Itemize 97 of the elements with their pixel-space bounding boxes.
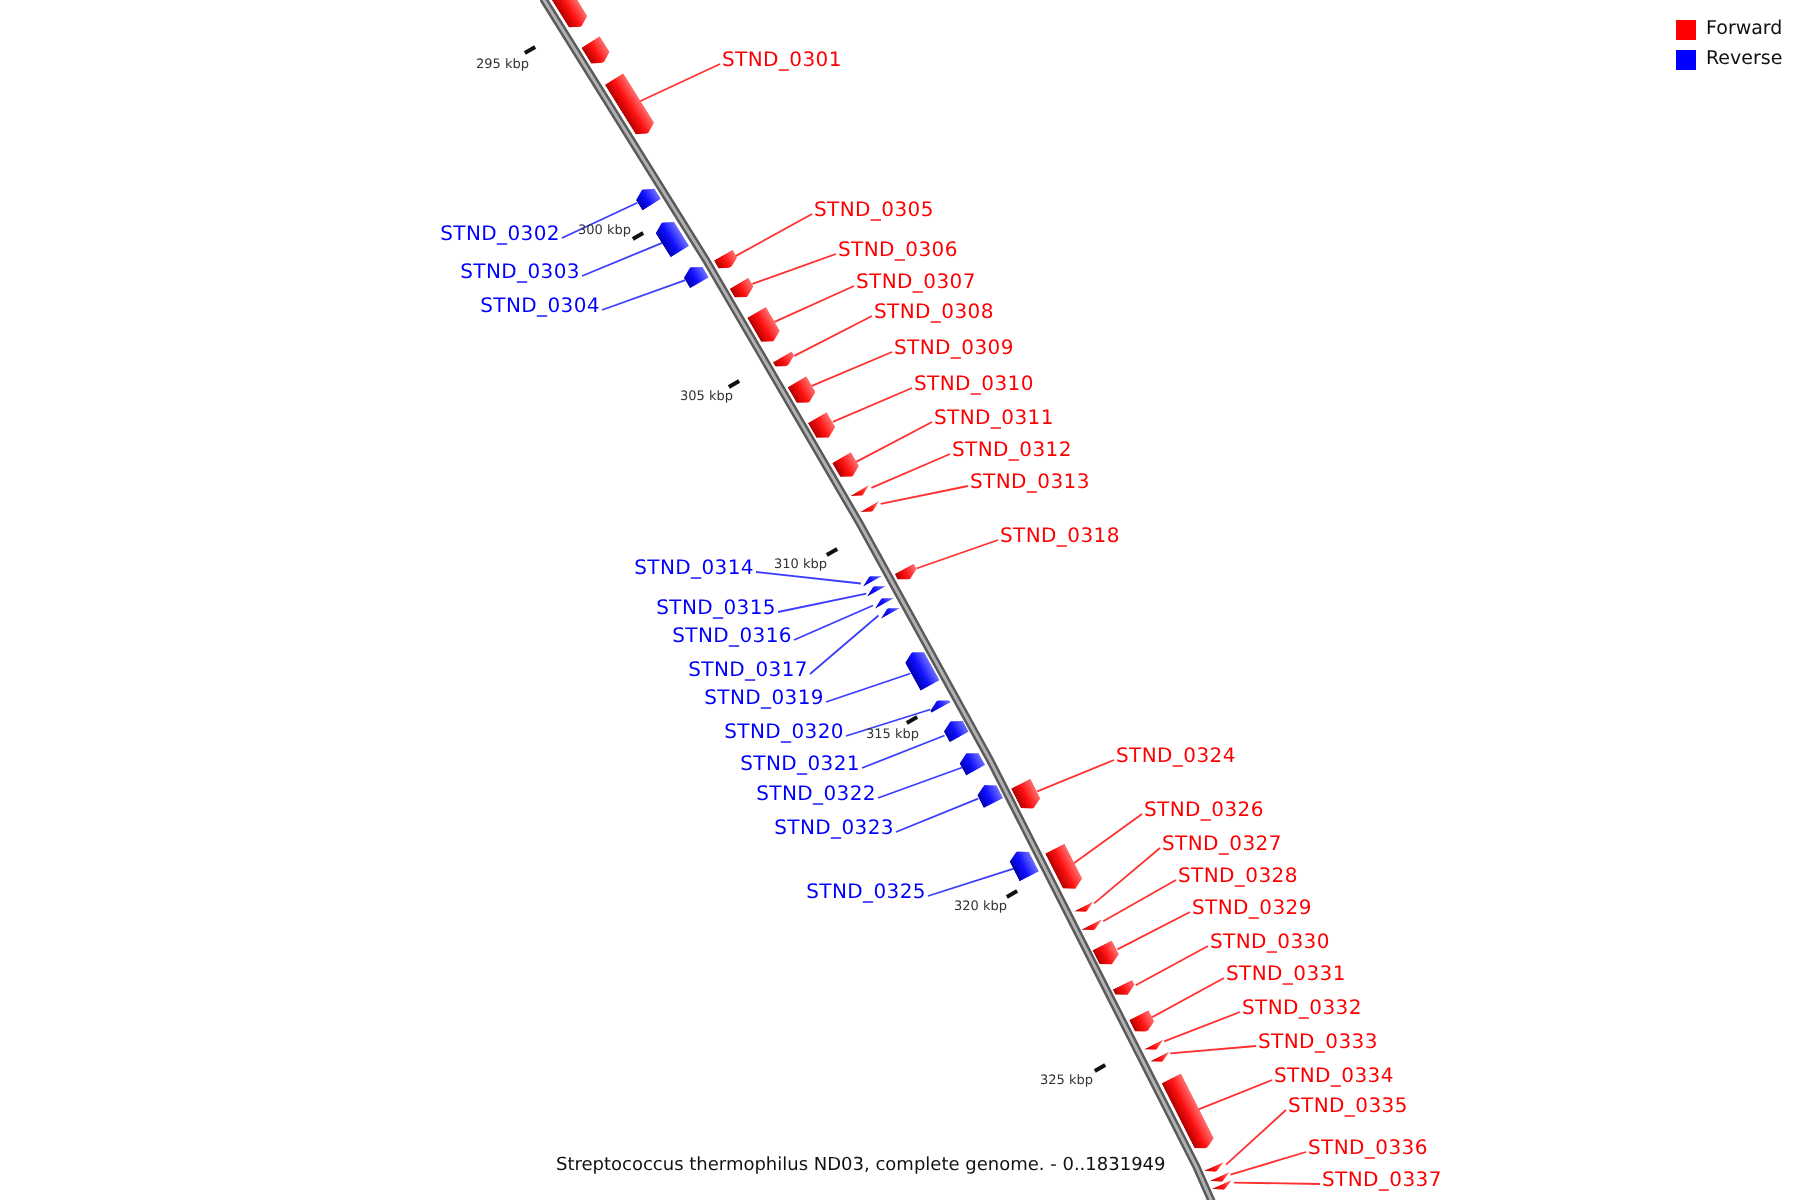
gene-label: STND_0337 [1322,1170,1442,1194]
leader-line [809,614,880,675]
forward-gene-block [1204,1161,1228,1177]
legend-label: Reverse [1706,48,1783,70]
gene-label: STND_0319 [704,688,824,712]
leader-line [639,63,721,103]
gene-label: STND_0302 [440,224,560,248]
forward-gene-block [808,411,839,443]
reverse-gene-block [632,183,661,211]
reverse-gene-block [928,695,952,713]
leader-line [1151,977,1225,1019]
leader-line [845,708,932,737]
leader-line [1197,1079,1273,1111]
gene-label: STND_0321 [740,754,860,778]
leader-line [877,766,964,799]
leader-line [861,734,946,769]
leader-line [879,485,969,505]
leader-line [1169,1045,1257,1055]
gene-label: STND_0315 [656,598,776,622]
leader-line [793,315,873,357]
leader-line [855,421,933,463]
gene-label: STND_0336 [1308,1138,1428,1162]
forward-gene-block [1128,1009,1157,1036]
gene-label: STND_0328 [1178,866,1298,890]
leader-line [915,539,999,570]
forward-gene-block [1149,1050,1172,1066]
leader-line [895,797,980,833]
leader-line [735,213,813,257]
leader-line [751,253,837,285]
leader-line [927,867,1015,897]
forward-gene-block [1212,1179,1236,1195]
gene-label: STND_0334 [1274,1066,1394,1090]
forward-gene-block [1209,1171,1232,1187]
gene-label: STND_0305 [814,200,934,224]
gene-label: STND_0322 [756,784,876,808]
gene-label: STND_0310 [914,374,1034,398]
gene-label: STND_0333 [1258,1032,1378,1056]
gene-label: STND_0329 [1192,898,1312,922]
gene-label: STND_0313 [970,472,1090,496]
leader-line [777,592,868,613]
gene-label: STND_0326 [1144,800,1264,824]
gene-label: STND_0320 [724,722,844,746]
gene-label: STND_0303 [460,262,580,286]
gene-label: STND_0318 [1000,526,1120,550]
leader-line [1163,1011,1241,1043]
gene-label: STND_0332 [1242,998,1362,1022]
leader-line [1072,813,1143,865]
leader-line [825,672,912,703]
leader-line [831,387,913,423]
gene-label: STND_0306 [838,240,958,264]
leader-line [581,241,664,277]
forward-gene-block [894,563,920,585]
gene-label: STND_0335 [1288,1096,1408,1120]
forward-gene-block [1082,918,1105,935]
gene-label: STND_0324 [1116,746,1236,770]
gene-label: STND_0309 [894,338,1014,362]
leader-line [601,279,687,311]
leader-line [870,453,951,489]
gene-label: STND_0312 [952,440,1072,464]
caption: Streptococcus thermophilus ND03, complete genome. - 0..1831949 [556,1156,1166,1176]
gene-label: STND_0307 [856,272,976,296]
gene-label: STND_0325 [806,882,926,906]
gene-label: STND_0330 [1210,932,1330,956]
gene-label: STND_0323 [774,818,894,842]
legend-label: Forward [1706,18,1783,40]
leader-line [773,285,855,323]
leader-line [1225,1109,1287,1166]
leader-line [561,201,639,239]
leader-line [1116,911,1191,951]
forward-gene-block [1143,1038,1166,1054]
gene-label: STND_0301 [722,50,842,74]
forward-gene-block [786,375,818,408]
reverse-gene-block [1007,846,1040,882]
leader-line [1036,759,1115,793]
leader-line [1102,879,1177,923]
gene-label: STND_0327 [1162,834,1282,858]
leader-line [1229,1151,1307,1176]
leader-line [1093,847,1161,905]
forward-gene-block [729,276,757,302]
leader-line [1134,945,1209,987]
gene-label: STND_0314 [634,558,754,582]
reverse-gene-block [957,748,987,776]
forward-gene-block [1073,900,1096,916]
leader-line [810,351,893,387]
gene-label: STND_0304 [480,296,600,320]
gene-label: STND_0331 [1226,964,1346,988]
gene-label: STND_0311 [934,408,1054,432]
forward-gene-block [772,351,798,372]
leader-line [755,571,862,585]
forward-gene-block [1092,939,1123,969]
gene-label: STND_0316 [672,626,792,650]
forward-gene-block [713,249,740,274]
leader-line [793,604,874,641]
reverse-gene-block [940,716,969,744]
leader-line [1233,1181,1321,1185]
gene-label: STND_0308 [874,302,994,326]
gene-label: STND_0317 [688,660,808,684]
